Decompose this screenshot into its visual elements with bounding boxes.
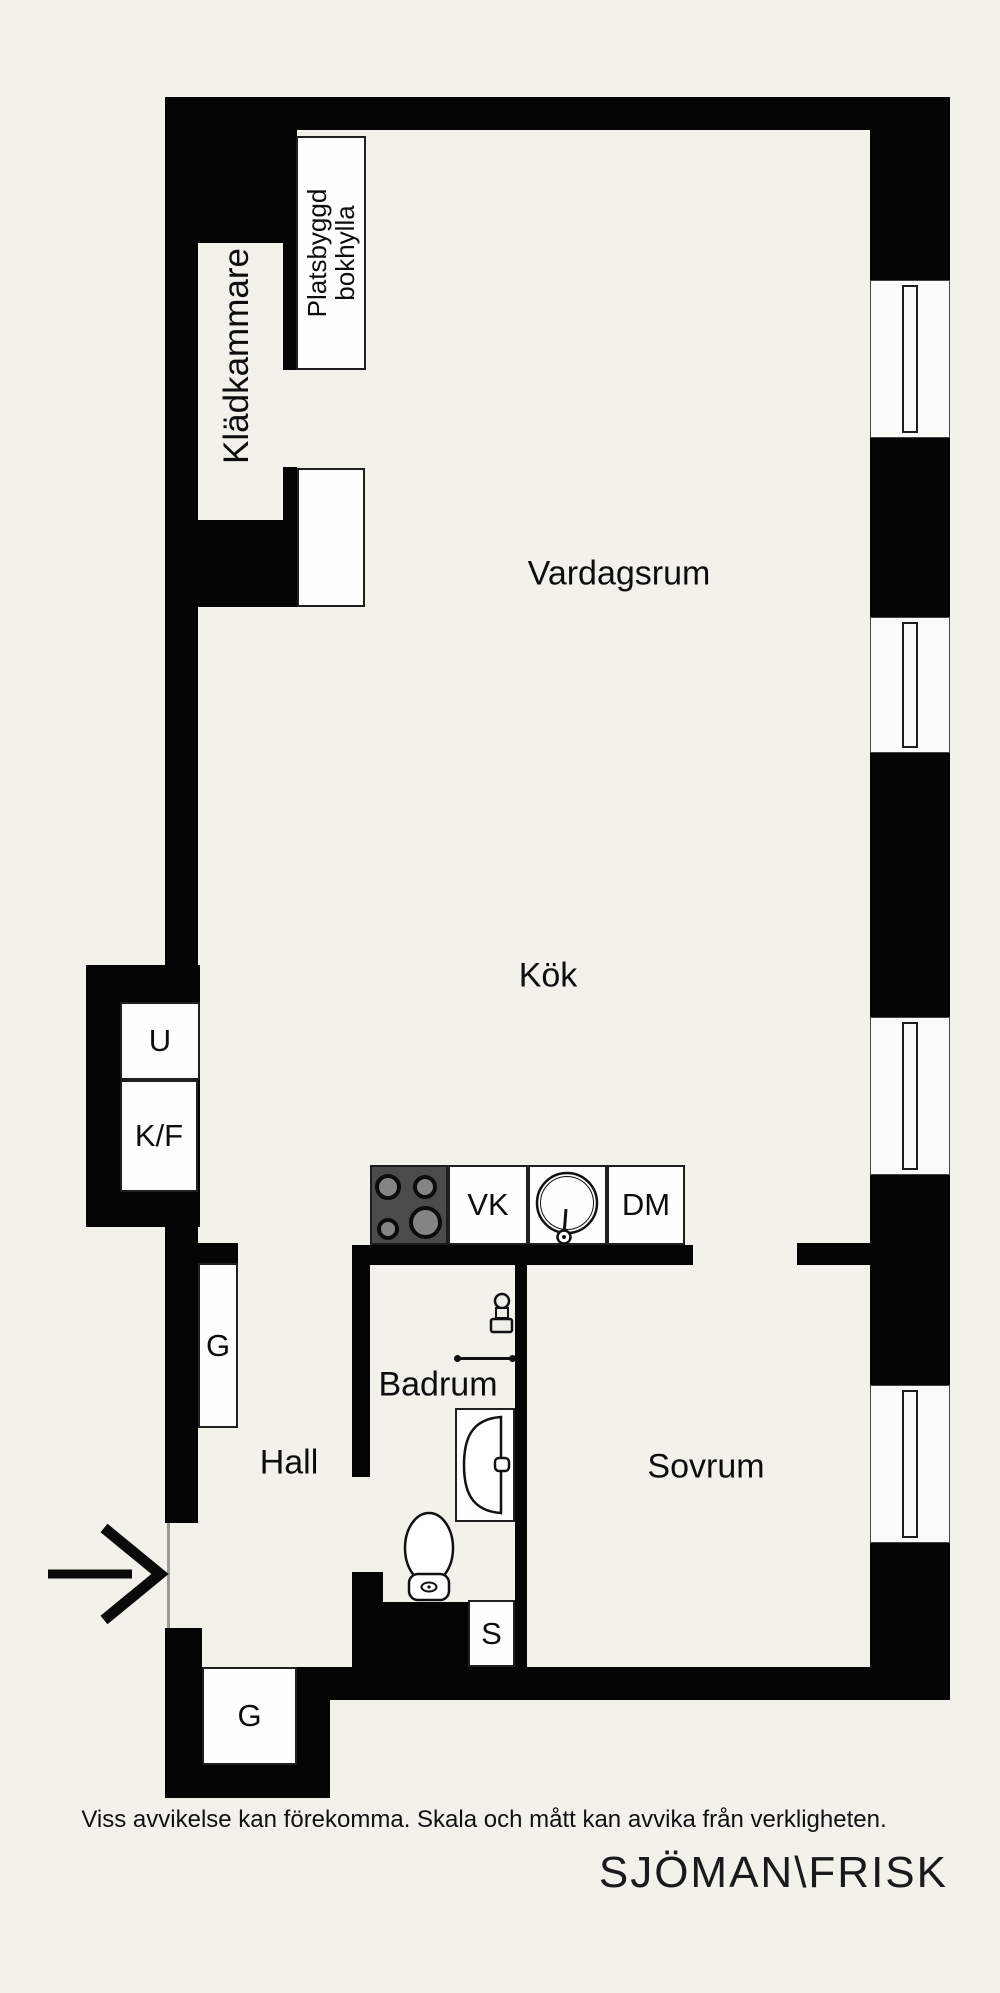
wall-closet-right-lower	[283, 467, 297, 520]
utility-cabinet: U	[120, 1002, 200, 1080]
burner-icon	[377, 1218, 399, 1240]
bathroom-sink-icon	[462, 1415, 511, 1515]
dishwasher: DM	[607, 1165, 685, 1245]
door-line-dot	[454, 1355, 461, 1362]
hall-wardrobe-label: G	[205, 1327, 231, 1363]
bathroom-door-line	[457, 1357, 513, 1360]
window-glazing	[902, 1022, 918, 1170]
window-glazing	[902, 1390, 918, 1538]
door-line-dot	[509, 1355, 516, 1362]
window-glazing	[902, 285, 918, 433]
wall-entry-right-column	[297, 1667, 330, 1798]
disclaimer-text: Viss avvikelse kan förekomma. Skala och …	[81, 1806, 887, 1833]
room-label-badrum: Badrum	[378, 1365, 498, 1404]
wall-topleft-chunk	[165, 130, 297, 243]
room-label-vardagsrum: Vardagsrum	[527, 554, 711, 593]
entrance-arrow-icon	[48, 1523, 169, 1625]
wall-hall-stub	[198, 1243, 238, 1265]
room-label-kok: Kök	[518, 956, 578, 995]
hob-cabinet: VK	[448, 1165, 528, 1245]
wall-bathroom-right	[515, 1265, 527, 1667]
bookshelf-label-line1: Platsbyggd	[301, 188, 332, 318]
closet-cabinet	[297, 468, 365, 607]
wall-under-counter	[352, 1245, 693, 1265]
window-glazing	[902, 622, 918, 748]
entrance-door-line	[167, 1523, 170, 1628]
wall-bathroom-left-lower	[352, 1572, 383, 1607]
built-in-bookshelf	[296, 136, 366, 370]
wall-kitchen-sovrum-stub	[797, 1243, 870, 1265]
wall-right-3	[870, 753, 950, 1017]
dishwasher-label: DM	[621, 1187, 671, 1222]
window-4	[870, 1385, 950, 1543]
wall-left	[165, 243, 198, 1523]
brand-logo: SJÖMAN\FRISK	[598, 1848, 948, 1897]
room-label-kladkammare: Klädkammare	[217, 248, 256, 464]
entry-wardrobe-label: G	[237, 1698, 262, 1733]
shaft: S	[468, 1600, 515, 1667]
window-2	[870, 617, 950, 753]
stove	[370, 1165, 448, 1245]
wall-right-2	[870, 438, 950, 617]
utility-label: U	[148, 1023, 172, 1058]
burner-icon	[409, 1206, 442, 1239]
faucet-icon	[489, 1292, 514, 1334]
wall-right-1	[870, 130, 950, 280]
shaft-label: S	[481, 1615, 502, 1651]
wall-closet-right-upper	[283, 243, 297, 370]
burner-icon	[375, 1174, 401, 1200]
entry-wardrobe: G	[202, 1667, 297, 1765]
kitchen-sink-icon	[535, 1171, 599, 1245]
room-label-hall: Hall	[259, 1443, 319, 1482]
bookshelf-label: Platsbyggd bokhylla	[301, 188, 360, 318]
fridge-freezer-label: K/F	[134, 1118, 184, 1153]
hall-wardrobe: G	[198, 1263, 238, 1428]
wall-bathroom-bottom-chunk	[352, 1602, 470, 1667]
toilet-icon	[403, 1511, 455, 1602]
wall-top	[165, 97, 950, 130]
fridge-freezer: K/F	[120, 1080, 198, 1192]
room-label-sovrum: Sovrum	[647, 1447, 765, 1486]
wall-right-4	[870, 1175, 950, 1385]
window-3	[870, 1017, 950, 1175]
window-1	[870, 280, 950, 438]
wall-closet-bottom-chunk	[198, 520, 297, 607]
wall-bathroom-left	[352, 1265, 370, 1477]
burner-icon	[413, 1175, 437, 1199]
wall-bottom	[297, 1667, 950, 1700]
bookshelf-label-line2: bokhylla	[330, 205, 360, 301]
hob-label: VK	[467, 1187, 509, 1222]
